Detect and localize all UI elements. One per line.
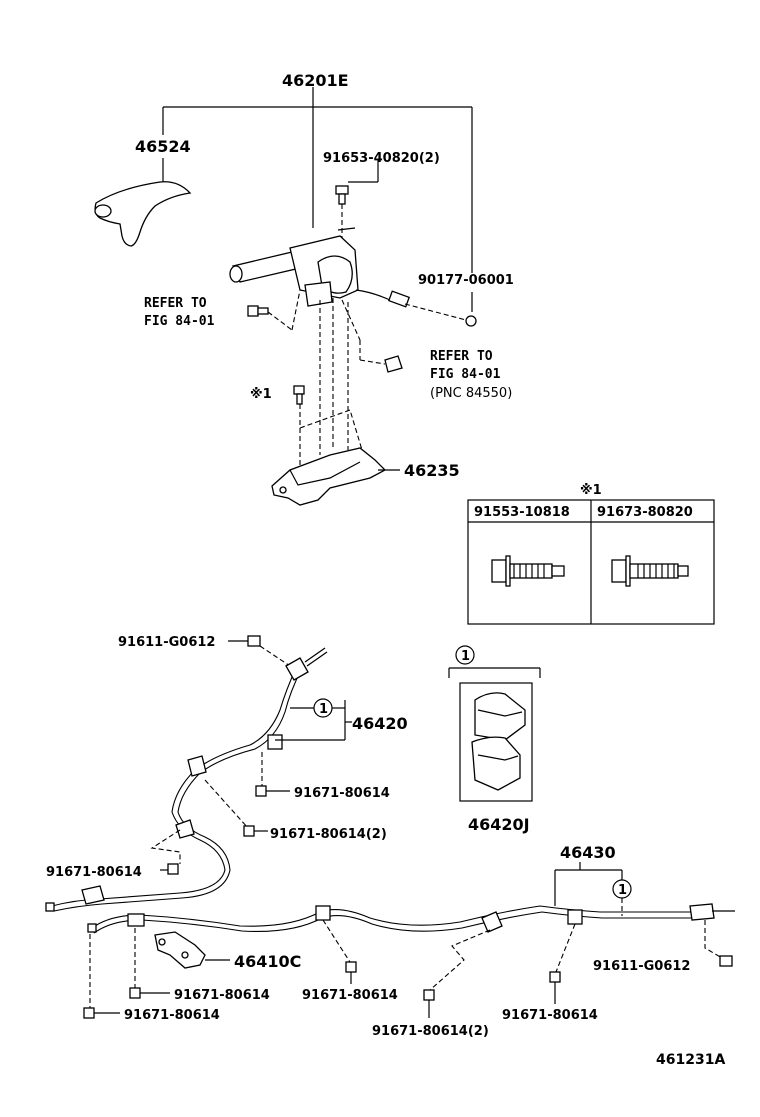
label-91653-40820: 91653-40820(2) [323, 151, 440, 166]
callout-3-number: 1 [618, 883, 627, 898]
label-91671-80614-g: 91671-80614(2) [372, 1024, 489, 1039]
lever-bracket-46235 [271, 447, 387, 506]
callout-2-number: 1 [461, 649, 470, 664]
bolt-91671-a [255, 752, 290, 797]
label-46201E: 46201E [282, 71, 349, 90]
bolt-91673-drawing [611, 555, 689, 587]
label-46235: 46235 [404, 461, 460, 480]
bolt-91671-c [150, 829, 181, 875]
bolt-91611-top [247, 635, 291, 667]
rear-cable-46430 [87, 903, 735, 934]
diagram-id: 461231A [656, 1052, 725, 1068]
refer-bolt-left [247, 289, 301, 331]
bolt-91671-e [83, 934, 120, 1019]
label-91611-G0612-right: 91611-G0612 [593, 959, 690, 974]
bolt-table: ※1 91553-10818 91673-80820 [467, 483, 715, 625]
bolt-91671-f [322, 919, 357, 984]
refer-label-2-line1: REFER TO [430, 349, 493, 364]
bolt-91553-drawing [491, 555, 565, 587]
star-bolt-label: ※1 [250, 387, 272, 402]
top-assembly-leaders [162, 87, 473, 312]
callout-1-number: 1 [319, 702, 328, 717]
bolt-table-title: ※1 [580, 483, 602, 498]
front-cable-46420 [45, 647, 328, 912]
callout-46430: 1 [554, 862, 632, 916]
label-91671-80614-b: 91671-80614(2) [270, 827, 387, 842]
refer-label-1-line2: FIG 84-01 [144, 314, 215, 329]
parking-brake-lever [229, 227, 411, 308]
clip-group-46420J: 1 [448, 645, 541, 802]
bolt-91671-b [204, 779, 268, 837]
bolt-91671-d [129, 928, 170, 999]
label-91671-80614-f: 91671-80614 [302, 988, 398, 1003]
label-91671-80614-h: 91671-80614 [502, 1008, 598, 1023]
label-91671-80614-a: 91671-80614 [294, 786, 390, 801]
label-46410C: 46410C [234, 952, 301, 971]
label-46420J: 46420J [468, 815, 530, 834]
label-91671-80614-e: 91671-80614 [124, 1008, 220, 1023]
console-cover-part [94, 181, 192, 247]
bolt-91671-h [549, 923, 576, 1004]
refer-clip-right [341, 299, 403, 373]
bracket-guides [299, 298, 363, 470]
bolt-91611-right [704, 920, 733, 967]
label-46430: 46430 [560, 843, 616, 862]
star-bolt [293, 385, 305, 405]
refer-label-2-line2: FIG 84-01 [430, 367, 501, 382]
label-91671-80614-c: 91671-80614 [46, 865, 142, 880]
label-90177-06001: 90177-06001 [418, 273, 514, 288]
label-91611-G0612-top: 91611-G0612 [118, 635, 215, 650]
equalizer-46410C [154, 931, 230, 969]
refer-label-1-line1: REFER TO [144, 296, 207, 311]
callout-46420: 1 [275, 698, 352, 741]
label-46420: 46420 [352, 714, 408, 733]
refer-label-2-line3: (PNC 84550) [430, 386, 512, 401]
bolt-table-header-2: 91673-80820 [597, 505, 693, 520]
label-46524: 46524 [135, 137, 191, 156]
nut-90177 [404, 303, 477, 327]
label-91671-80614-d: 91671-80614 [174, 988, 270, 1003]
bolt-table-header-1: 91553-10818 [474, 505, 570, 520]
bolt-91671-g [423, 929, 491, 1018]
